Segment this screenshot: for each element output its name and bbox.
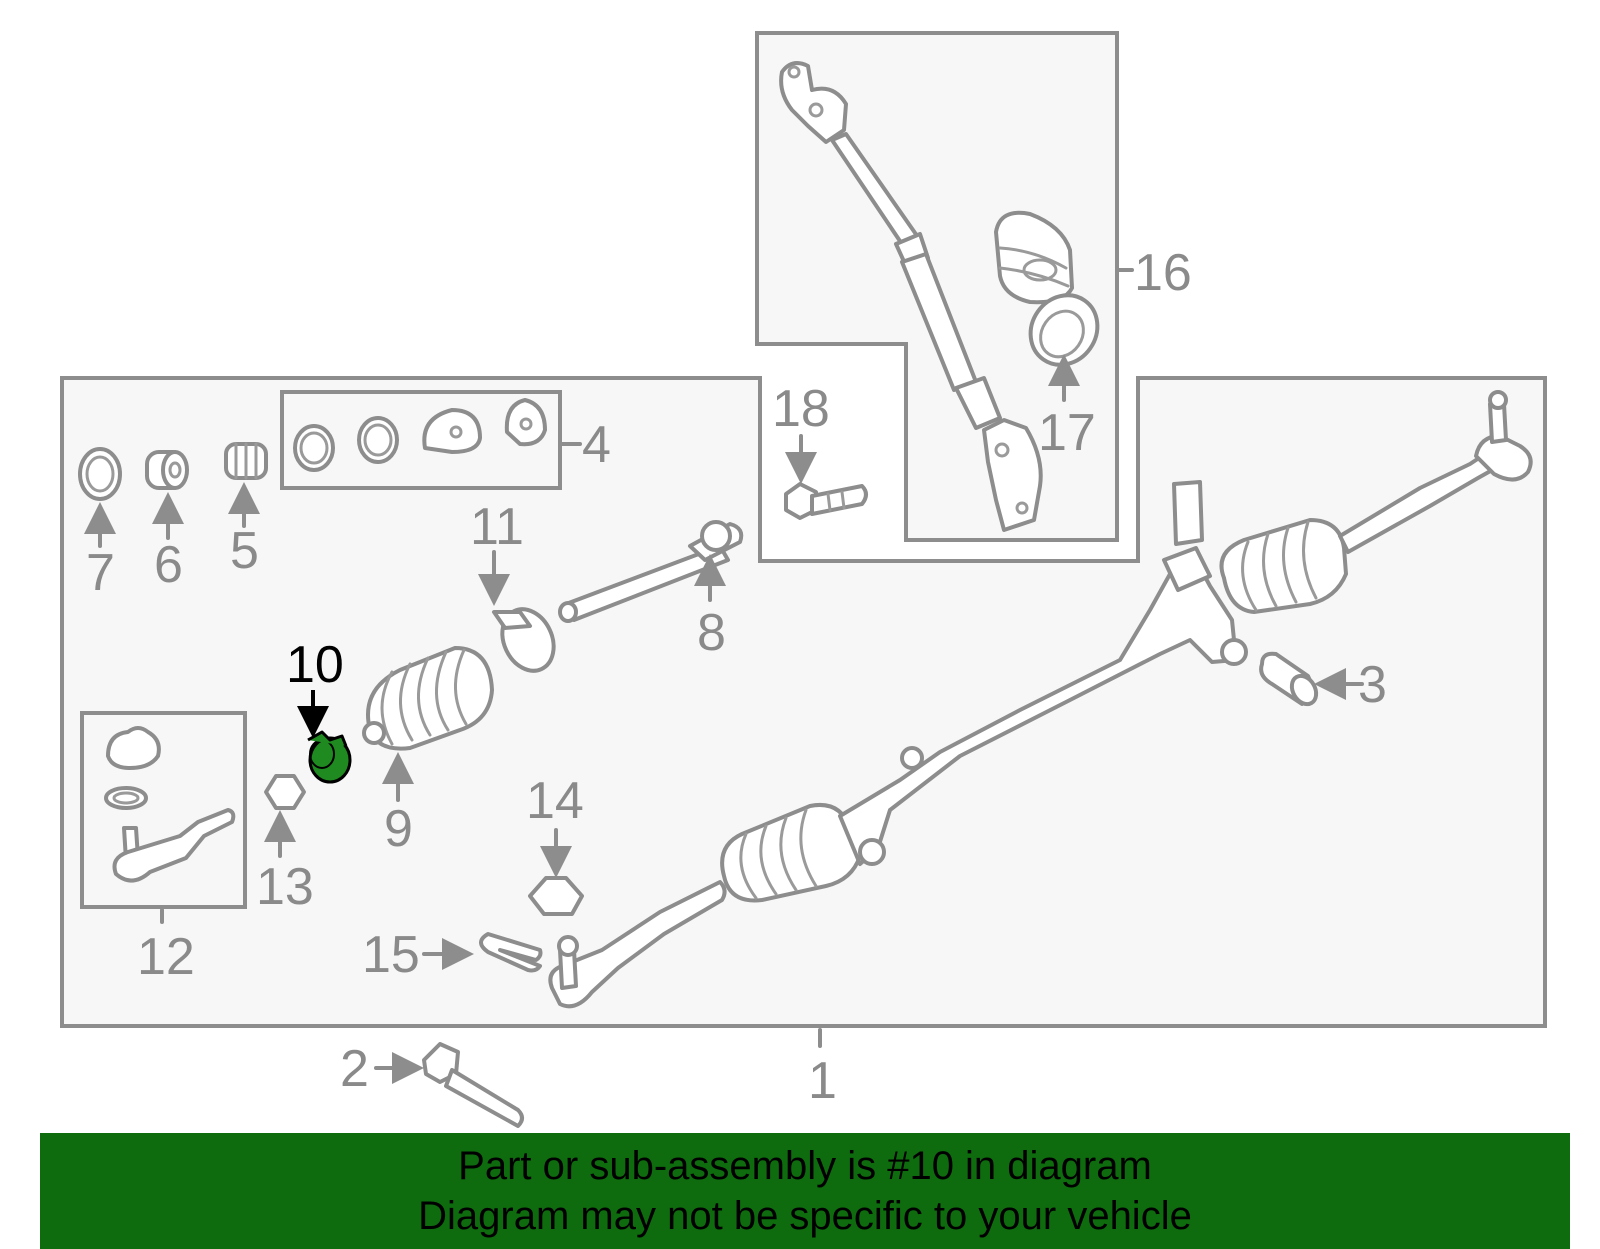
info-banner: Part or sub-assembly is #10 in diagram D… (40, 1133, 1570, 1249)
part-12-box (80, 711, 247, 909)
part-11-clamp[interactable] (492, 601, 564, 679)
part-6-bushing[interactable] (145, 450, 189, 490)
part-3-bushing[interactable] (1259, 651, 1321, 709)
part-5-bushing[interactable] (224, 442, 268, 480)
callout-9: 9 (384, 800, 413, 858)
callout-17: 17 (1038, 404, 1096, 462)
callout-2: 2 (340, 1040, 369, 1098)
part-9-boot[interactable] (362, 646, 494, 751)
callout-11: 11 (470, 498, 524, 556)
part-10-clamp-highlighted[interactable] (307, 730, 352, 784)
callout-3: 3 (1358, 656, 1387, 714)
leader-lines (84, 268, 1364, 1084)
callout-8: 8 (697, 604, 726, 662)
banner-line-2: Diagram may not be specific to your vehi… (418, 1194, 1192, 1238)
part-13-nut[interactable] (264, 774, 306, 810)
part-8-inner-tie-rod[interactable] (558, 520, 744, 623)
callout-14: 14 (526, 772, 584, 830)
banner-line-1: Part or sub-assembly is #10 in diagram (458, 1144, 1152, 1188)
part-16-intermediate-shaft[interactable] (779, 61, 1043, 532)
callout-1: 1 (808, 1052, 837, 1110)
callout-12: 12 (137, 928, 195, 986)
callout-15: 15 (362, 926, 420, 984)
part-12-tie-rod-end[interactable] (104, 726, 236, 883)
part-2-bolt[interactable] (422, 1042, 524, 1128)
part-7-seal[interactable] (78, 447, 122, 501)
callout-10: 10 (286, 636, 344, 694)
callout-18: 18 (772, 380, 830, 438)
part-15-cotter-pin[interactable] (479, 932, 543, 973)
callout-5: 5 (230, 522, 259, 580)
assembly-frame (60, 376, 1547, 1028)
part-4-box (280, 390, 562, 490)
part-4-kit[interactable] (293, 398, 547, 472)
part-14-nut[interactable] (528, 876, 584, 916)
part-17-dust-boot[interactable] (994, 210, 1111, 378)
part-18-bolt[interactable] (784, 482, 868, 520)
callout-13: 13 (256, 858, 314, 916)
callout-7: 7 (86, 544, 115, 602)
callout-16: 16 (1134, 244, 1192, 302)
callout-6: 6 (154, 536, 183, 594)
part-1-steering-rack[interactable] (548, 390, 1533, 1009)
callout-4: 4 (582, 416, 611, 474)
